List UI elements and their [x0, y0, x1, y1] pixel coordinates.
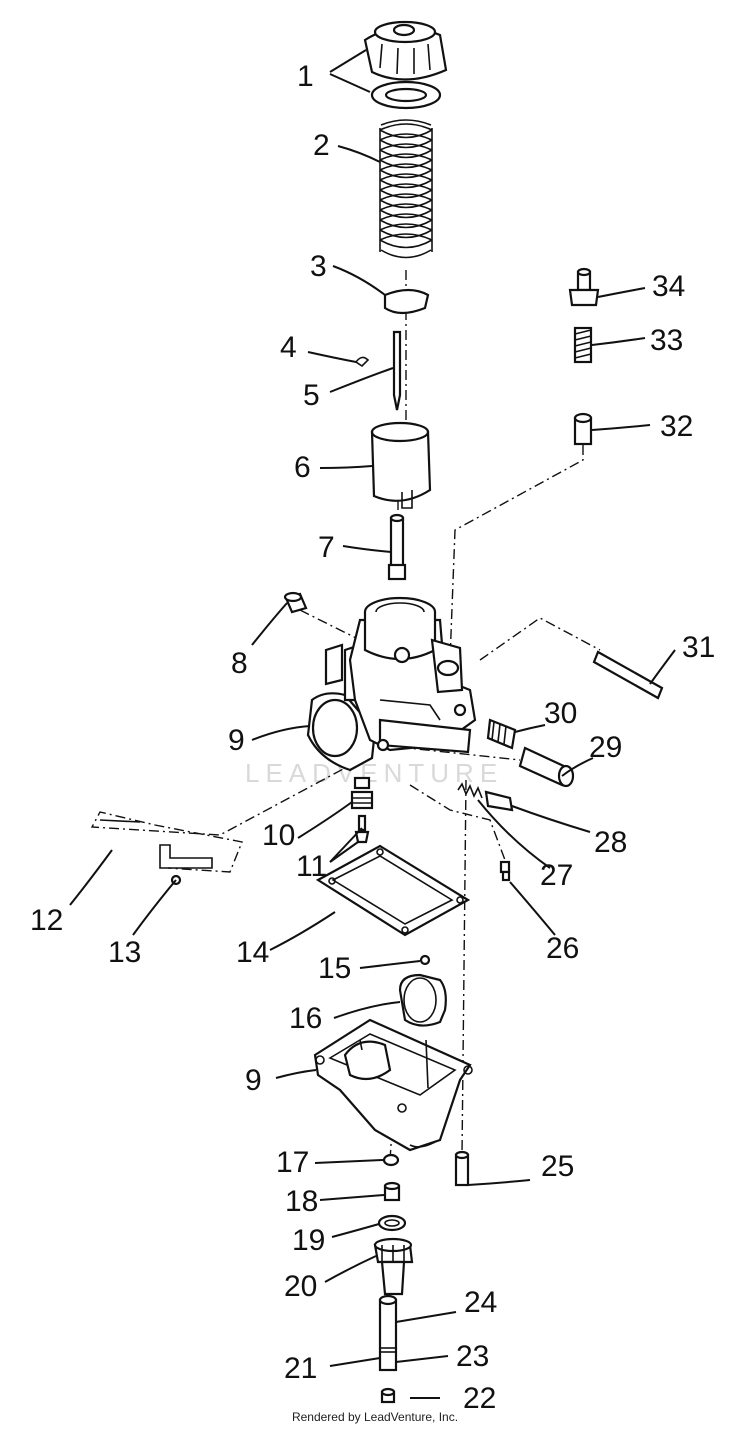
- callout-22: 22: [463, 1382, 496, 1415]
- part-28-valve: [484, 790, 514, 812]
- watermark: LEADVENTURE: [245, 758, 503, 788]
- callout-26: 26: [546, 932, 579, 965]
- part-22-end-cap: [380, 1387, 396, 1404]
- part-26-fitting: [499, 860, 511, 882]
- part-33-spring: [573, 326, 593, 364]
- part-32-jet-holder: [573, 412, 593, 446]
- part-3-retainer-plate: [383, 288, 430, 315]
- callout-23: 23: [456, 1340, 489, 1373]
- callout-24: 24: [464, 1286, 497, 1319]
- callout-28: 28: [594, 826, 627, 859]
- callout-14: 14: [236, 936, 269, 969]
- cap-axis: [299, 609, 361, 641]
- callout-25: 25: [541, 1150, 574, 1183]
- callout-10: 10: [262, 819, 295, 852]
- callout-21: 21: [284, 1352, 317, 1385]
- part-15-pin: [419, 954, 431, 966]
- part-29-stop-screw: [518, 746, 575, 788]
- part-25-screw: [454, 1150, 470, 1187]
- callout-6: 6: [294, 451, 311, 484]
- part-34-adjuster: [568, 267, 600, 307]
- needle-axis: [409, 784, 506, 861]
- callout-8: 8: [231, 647, 248, 680]
- part-17-washer: [382, 1153, 400, 1167]
- callout-9-bowl: 9: [245, 1064, 262, 1097]
- part-16-float: [398, 973, 447, 1027]
- cable-axis: [479, 617, 601, 661]
- callout-2: 2: [313, 129, 330, 162]
- callout-18: 18: [285, 1185, 318, 1218]
- callout-9-body: 9: [228, 724, 245, 757]
- part-31-tube: [592, 650, 664, 700]
- part-13-float-arm: [99, 819, 213, 886]
- part-11-float-valve: [354, 814, 370, 844]
- part-1-cap: [363, 20, 448, 110]
- part-6-throttle-valve: [370, 421, 432, 509]
- callout-13: 13: [108, 936, 141, 969]
- callout-19: 19: [292, 1224, 325, 1257]
- part-19-o-ring: [377, 1214, 407, 1232]
- part-2-spring: [379, 119, 433, 259]
- part-18-pilot-jet: [383, 1181, 401, 1202]
- part-27-spring: [457, 782, 483, 799]
- callout-7: 7: [318, 531, 335, 564]
- pilot-jet-axis: [449, 445, 584, 661]
- float-pin-axis: [90, 759, 361, 873]
- part-30-spring: [486, 718, 517, 750]
- part-7-needle-jet: [387, 513, 407, 581]
- callout-32: 32: [660, 410, 693, 443]
- callout-17: 17: [276, 1146, 309, 1179]
- callout-1: 1: [297, 60, 314, 93]
- callout-3: 3: [310, 250, 327, 283]
- callout-20: 20: [284, 1270, 317, 1303]
- part-9-carburetor-body: [306, 596, 477, 772]
- callout-4: 4: [280, 331, 297, 364]
- callout-30: 30: [544, 697, 577, 730]
- callout-31: 31: [682, 631, 715, 664]
- callout-12: 12: [30, 904, 63, 937]
- callout-11: 11: [296, 850, 327, 883]
- callout-27: 27: [540, 859, 573, 892]
- footer-credit: Rendered by LeadVenture, Inc.: [291, 1410, 459, 1424]
- part-20-drain-plug: [373, 1237, 414, 1296]
- part-5-jet-needle: [392, 330, 402, 411]
- part-9-float-bowl: [313, 1018, 473, 1152]
- callout-34: 34: [652, 270, 685, 303]
- part-10-main-jet: [350, 776, 374, 810]
- callout-15: 15: [318, 952, 351, 985]
- bolt-axis: [461, 779, 467, 1156]
- part-8-plug: [283, 591, 308, 614]
- callout-16: 16: [289, 1002, 322, 1035]
- callout-5: 5: [303, 379, 320, 412]
- part-14-gasket: [315, 844, 471, 937]
- part-4-clip: [354, 356, 370, 368]
- callout-33: 33: [650, 324, 683, 357]
- callout-29: 29: [589, 731, 622, 764]
- part-21-drain-tube: [378, 1294, 398, 1372]
- leader-lines: [69, 49, 676, 1399]
